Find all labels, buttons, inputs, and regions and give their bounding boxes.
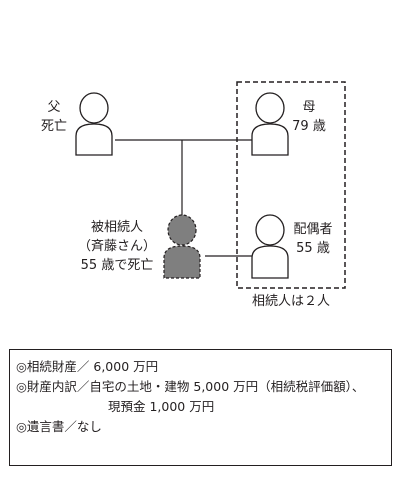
- heirs-caption: 相続人は２人: [251, 294, 330, 309]
- decedent-title: 被相続人: [90, 220, 143, 235]
- decedent-person-icon: [163, 214, 201, 279]
- will-line: ◎遺言書／なし: [16, 419, 102, 434]
- father-status: 死亡: [40, 119, 67, 134]
- father-name: 父: [47, 100, 61, 115]
- spouse-label: 配偶者 55 歳: [289, 220, 337, 258]
- father-person-icon: [75, 92, 113, 156]
- estate-info-box: ◎相続財産／ 6,000 万円 ◎財産内訳／自宅の土地・建物 5,000 万円（…: [9, 349, 392, 466]
- decedent-age-death: 55 歳で死亡: [80, 258, 154, 273]
- mother-label: 母 79 歳: [289, 98, 329, 136]
- mother-name: 母: [302, 100, 316, 115]
- mother-age: 79 歳: [292, 119, 326, 134]
- heirs-dashed-box: [236, 81, 346, 289]
- spouse-person-icon: [251, 214, 289, 279]
- asset-breakdown-line: ◎財産内訳／自宅の土地・建物 5,000 万円（相続税評価額）、: [16, 379, 365, 394]
- cash-deposits-line: 現預金 1,000 万円: [108, 399, 215, 414]
- spouse-age: 55 歳: [296, 241, 330, 256]
- father-label: 父 死亡: [36, 98, 72, 136]
- inheritance-assets-line: ◎相続財産／ 6,000 万円: [16, 359, 159, 374]
- decedent-label: 被相続人 （斉藤さん） 55 歳で死亡: [72, 218, 162, 275]
- spouse-name: 配偶者: [293, 222, 333, 237]
- decedent-name: （斉藤さん）: [77, 239, 156, 254]
- mother-person-icon: [251, 92, 289, 156]
- family-tree-diagram: [75, 81, 346, 289]
